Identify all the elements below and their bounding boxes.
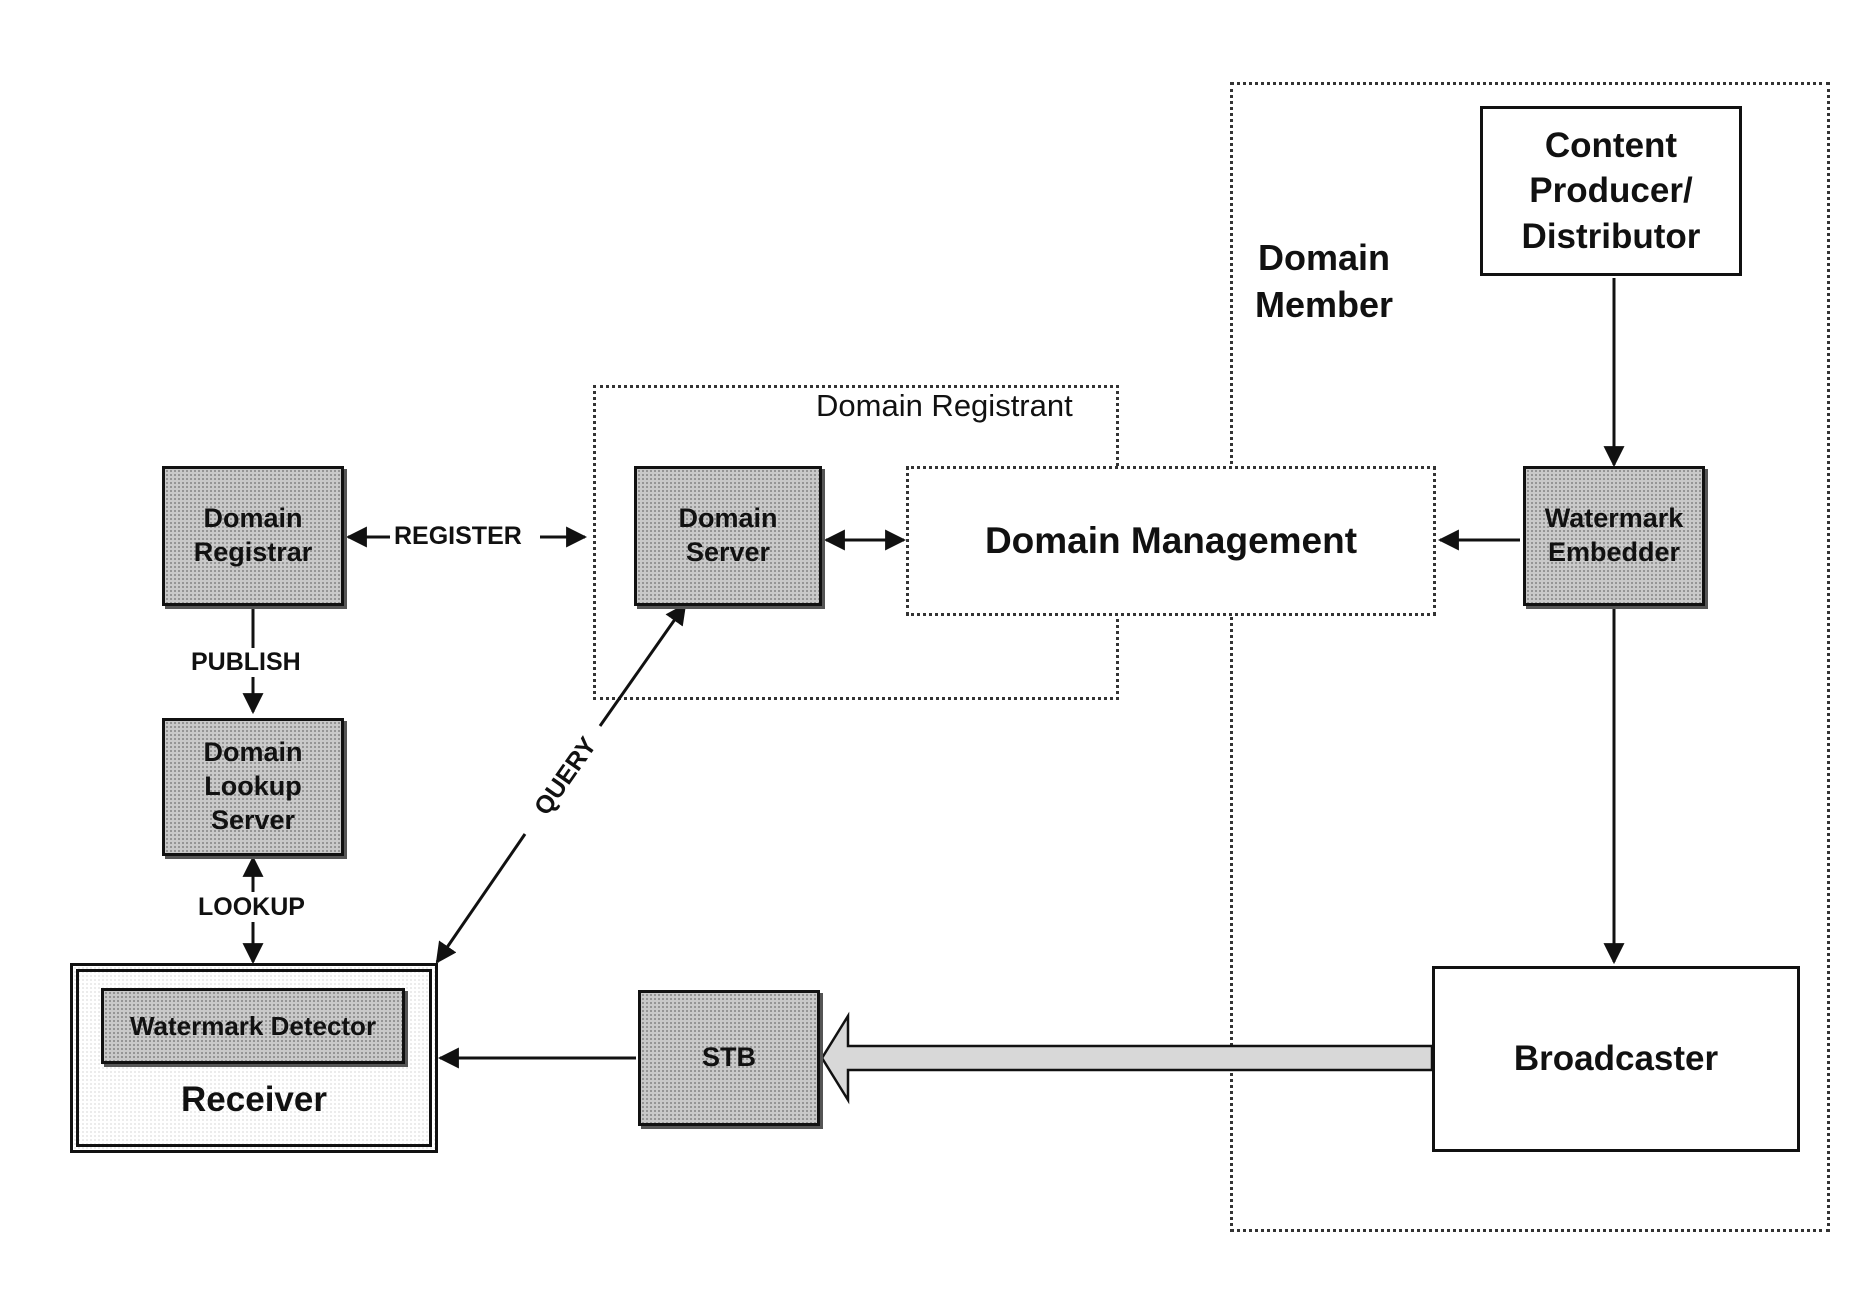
watermark-embedder-node: Watermark Embedder bbox=[1523, 466, 1705, 606]
receiver-label: Receiver bbox=[70, 1080, 438, 1120]
edge-broadcaster-stb bbox=[822, 1016, 1432, 1100]
edge-label-publish: PUBLISH bbox=[187, 648, 305, 677]
content-producer-node: Content Producer/ Distributor bbox=[1480, 106, 1742, 276]
domain-management-node: Domain Management bbox=[906, 466, 1436, 616]
domain-registrar-node: Domain Registrar bbox=[162, 466, 344, 606]
edge-query-lower bbox=[437, 834, 525, 962]
watermark-detector-node: Watermark Detector bbox=[101, 988, 405, 1064]
edge-label-register: REGISTER bbox=[390, 522, 526, 551]
edge-label-lookup: LOOKUP bbox=[194, 893, 309, 922]
domain-lookup-server-node: Domain Lookup Server bbox=[162, 718, 344, 856]
broadcaster-node: Broadcaster bbox=[1432, 966, 1800, 1152]
stb-node: STB bbox=[638, 990, 820, 1126]
domain-server-node: Domain Server bbox=[634, 466, 822, 606]
edge-query-upper bbox=[600, 605, 685, 726]
